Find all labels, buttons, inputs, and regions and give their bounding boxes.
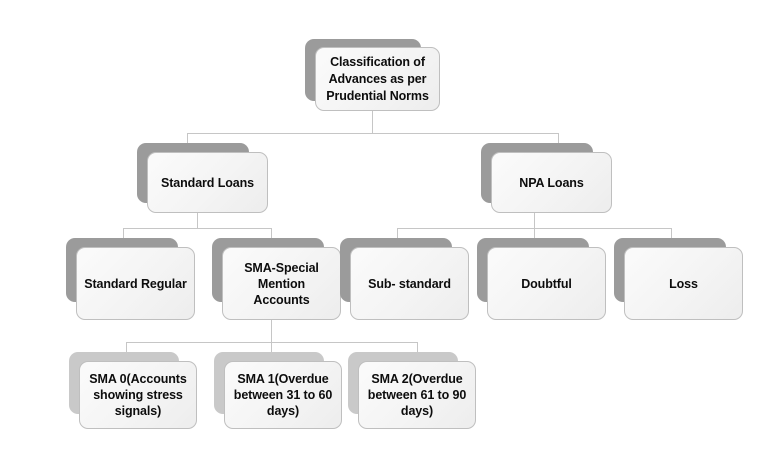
connector-root-stem xyxy=(372,110,373,133)
node-label: Standard Regular xyxy=(84,276,187,291)
node-label: Sub- standard xyxy=(368,276,451,291)
node-npa-loans[interactable]: NPA Loans xyxy=(481,143,612,213)
connector-to-standard-regular xyxy=(123,228,124,238)
connector-to-sma-1 xyxy=(271,342,272,352)
node-card[interactable]: Classification of Advances as per Pruden… xyxy=(315,47,440,111)
connector-to-sma xyxy=(271,228,272,238)
node-card[interactable]: SMA 1(Overdue between 31 to 60 days) xyxy=(224,361,342,429)
connector-to-doubtful xyxy=(534,228,535,238)
node-card[interactable]: Standard Loans xyxy=(147,152,268,213)
node-card[interactable]: Loss xyxy=(624,247,743,320)
node-label: NPA Loans xyxy=(519,175,584,190)
node-standard-regular[interactable]: Standard Regular xyxy=(66,238,195,320)
node-label: Doubtful xyxy=(521,276,572,291)
connector-sma-stem xyxy=(271,320,272,342)
connector-to-standard-loans xyxy=(187,133,188,144)
node-label: SMA 1(Overdue between 31 to 60 days) xyxy=(233,372,333,418)
connector-to-sma-0 xyxy=(126,342,127,352)
node-label: Classification of Advances as per Pruden… xyxy=(326,54,429,103)
node-card[interactable]: Standard Regular xyxy=(76,247,195,320)
connector-root-bus xyxy=(187,133,558,134)
node-sub-standard[interactable]: Sub- standard xyxy=(340,238,469,320)
node-card[interactable]: SMA-Special Mention Accounts xyxy=(222,247,341,320)
node-standard-loans[interactable]: Standard Loans xyxy=(137,143,268,213)
connector-to-npa-loans xyxy=(558,133,559,144)
node-card[interactable]: SMA 0(Accounts showing stress signals) xyxy=(79,361,197,429)
node-card[interactable]: Doubtful xyxy=(487,247,606,320)
connector-to-loss xyxy=(671,228,672,238)
node-sma-1[interactable]: SMA 1(Overdue between 31 to 60 days) xyxy=(214,352,342,429)
node-label: Standard Loans xyxy=(160,175,255,190)
node-doubtful[interactable]: Doubtful xyxy=(477,238,606,320)
connector-npa-loans-stem xyxy=(534,212,535,228)
node-card[interactable]: Sub- standard xyxy=(350,247,469,320)
node-sma-2[interactable]: SMA 2(Overdue between 61 to 90 days) xyxy=(348,352,476,429)
node-label: SMA-Special Mention Accounts xyxy=(244,260,319,307)
node-card[interactable]: SMA 2(Overdue between 61 to 90 days) xyxy=(358,361,476,429)
connector-to-sma-2 xyxy=(417,342,418,352)
connector-to-sub-standard xyxy=(397,228,398,238)
node-classification-root[interactable]: Classification of Advances as per Pruden… xyxy=(305,39,440,111)
node-loss[interactable]: Loss xyxy=(614,238,743,320)
node-label: SMA 0(Accounts showing stress signals) xyxy=(89,372,187,418)
connector-standard-loans-bus xyxy=(123,228,271,229)
node-sma-special-mention-accounts[interactable]: SMA-Special Mention Accounts xyxy=(212,238,341,320)
node-label: Loss xyxy=(669,276,698,291)
connector-standard-loans-stem xyxy=(197,212,198,228)
node-sma-0[interactable]: SMA 0(Accounts showing stress signals) xyxy=(69,352,197,429)
node-card[interactable]: NPA Loans xyxy=(491,152,612,213)
node-label: SMA 2(Overdue between 61 to 90 days) xyxy=(367,372,467,418)
